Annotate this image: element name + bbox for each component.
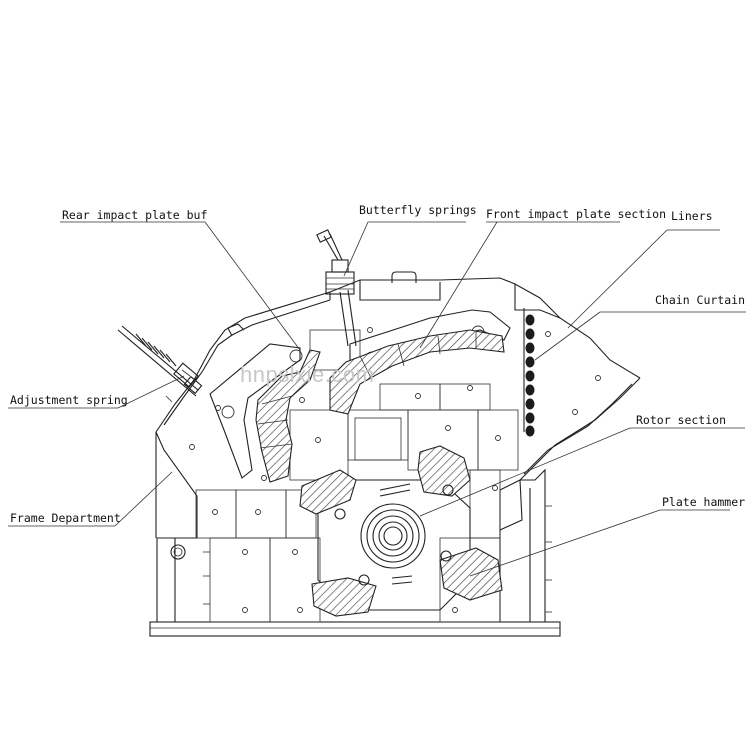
label-rear-impact: Rear impact plate buf	[62, 208, 207, 222]
leader-lines	[8, 221, 746, 577]
label-butterfly-springs: Butterfly springs	[359, 203, 477, 217]
label-adjustment-spring: Adjustment spring	[10, 393, 128, 407]
label-plate-hammer: Plate hammer	[662, 495, 745, 509]
butterfly-spring	[316, 229, 357, 347]
chain-curtain	[523, 308, 535, 437]
label-frame-department: Frame Department	[10, 511, 121, 525]
adjustment-spring	[117, 325, 203, 397]
label-liners: Liners	[671, 209, 713, 223]
watermark: hnpslxie.com	[240, 362, 374, 387]
label-front-impact: Front impact plate section	[486, 207, 666, 221]
label-chain-curtain: Chain Curtain	[655, 293, 745, 307]
front-impact-plate	[329, 309, 511, 415]
rear-impact-plate	[209, 343, 321, 483]
label-rotor-section: Rotor section	[636, 413, 726, 427]
frame-housing	[149, 271, 641, 637]
rotor	[299, 445, 503, 617]
